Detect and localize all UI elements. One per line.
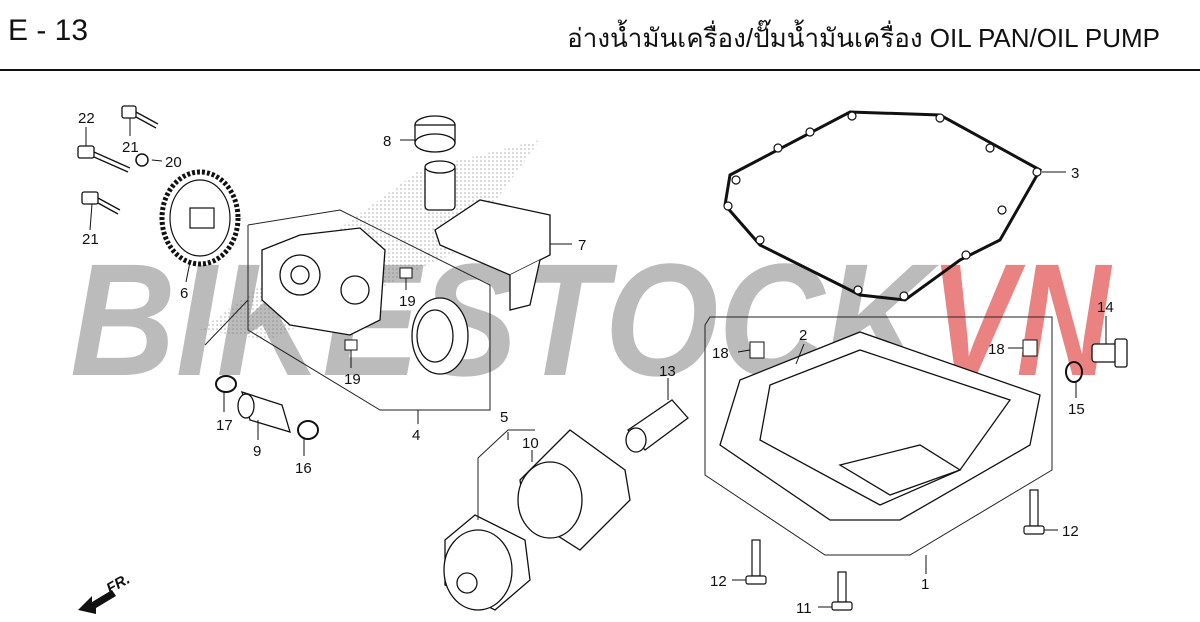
gasket-3	[723, 110, 1043, 302]
callout-3: 3	[1071, 165, 1079, 182]
stud-13	[625, 399, 689, 453]
clip-20	[135, 153, 149, 167]
callout-13: 13	[659, 363, 676, 380]
callout-7: 7	[578, 237, 586, 254]
front-arrow-icon	[78, 590, 116, 614]
cap-8	[414, 115, 456, 153]
callout-19-upper: 19	[399, 293, 416, 310]
callout-5: 5	[500, 409, 508, 426]
callout-9: 9	[253, 443, 261, 460]
callout-2: 2	[799, 327, 807, 344]
pump-assembly-box	[204, 209, 491, 411]
callout-17: 17	[216, 417, 233, 434]
header: E - 13 อ่างน้ำมันเครื่อง/ปั๊มน้ำมันเครื่…	[0, 0, 1200, 71]
bolt-21-left	[81, 191, 121, 215]
bolt-22	[77, 145, 131, 173]
callout-4: 4	[412, 427, 420, 444]
o-ring-17	[215, 375, 237, 393]
callout-21-top: 21	[122, 139, 139, 156]
callout-10: 10	[522, 435, 539, 452]
pump-rotor	[411, 297, 469, 375]
callout-19-lower: 19	[344, 371, 361, 388]
page-title: อ่างน้ำมันเครื่อง/ปั๊มน้ำมันเครื่อง OIL …	[567, 23, 1160, 53]
oil-strainer-7	[424, 160, 551, 311]
parts-diagram: BIKESTOCK VN	[0, 71, 1200, 622]
oil-filter-10	[517, 429, 631, 551]
callout-16: 16	[295, 460, 312, 477]
dowel-18-left	[749, 341, 765, 359]
gasket-holes	[723, 111, 1042, 301]
bolt-11	[831, 571, 853, 611]
callout-18-left: 18	[712, 345, 729, 362]
dowel-pin-19-upper	[399, 267, 413, 279]
callout-labels: 22 21 20 21 6 8 7 3 19 19 17 9 16 4 5 10…	[78, 110, 1114, 617]
joint-pipe-9	[237, 391, 291, 433]
callout-14: 14	[1097, 299, 1114, 316]
callout-21-left: 21	[82, 231, 99, 248]
callout-6: 6	[180, 285, 188, 302]
oil-pump-body	[261, 227, 386, 336]
bolt-12-right	[1023, 489, 1045, 535]
dowel-18-right	[1022, 339, 1038, 357]
filter-box	[477, 429, 535, 459]
callout-22: 22	[78, 110, 95, 127]
o-ring-16	[297, 420, 319, 440]
callout-8: 8	[383, 133, 391, 150]
oil-pan-1	[719, 331, 1041, 521]
front-direction-indicator: FR.	[78, 571, 133, 614]
bolt-12-left	[745, 539, 767, 585]
page-code: E - 13	[8, 14, 89, 47]
leader-lines	[85, 118, 1107, 608]
callout-18-right: 18	[988, 341, 1005, 358]
callout-12-left: 12	[710, 573, 727, 590]
callout-20: 20	[165, 154, 182, 171]
bolt-21-top	[121, 105, 159, 129]
drain-bolt-14	[1091, 338, 1128, 368]
callout-1: 1	[921, 576, 929, 593]
callout-11: 11	[796, 600, 812, 617]
callout-15: 15	[1068, 401, 1085, 418]
header-rule	[0, 69, 1200, 71]
gear-6	[159, 169, 241, 267]
filter-wrench	[443, 514, 531, 611]
oil-pan-box	[704, 316, 1053, 556]
washer-15	[1065, 361, 1083, 383]
dowel-pin-19-lower	[344, 339, 358, 351]
callout-12-right: 12	[1062, 523, 1079, 540]
